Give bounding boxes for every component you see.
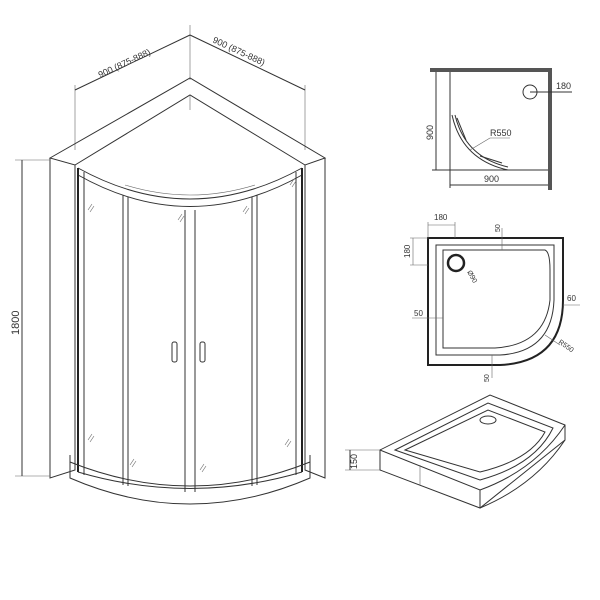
wall-top xyxy=(48,77,327,166)
plan-depth-label: 900 xyxy=(425,125,435,140)
tray-rim-bottom-label: 50 xyxy=(484,374,491,382)
tray-drain-y-label: 180 xyxy=(403,244,412,258)
door-handle-left xyxy=(171,341,178,363)
tray-plan-view: 180 180 50 50 Ø90 60 R550 50 xyxy=(403,213,580,382)
tray-radius-label: R550 xyxy=(557,339,575,354)
width-left-label: 900 (875-888) xyxy=(97,47,152,80)
tray-drain-x-label: 180 xyxy=(434,213,448,222)
width-right-label: 900 (875-888) xyxy=(211,35,266,68)
tray-rim-curve-label: 60 xyxy=(567,294,576,303)
dimension-line-right xyxy=(189,34,306,91)
tray-drain-icon xyxy=(446,253,466,273)
plan-radius-label: R550 xyxy=(490,128,512,138)
tray-iso-view: 150 xyxy=(345,394,566,509)
tray-rim-top-label: 50 xyxy=(495,224,502,232)
tray-rim-left-label: 50 xyxy=(414,309,423,318)
plan-width-label: 900 xyxy=(484,174,499,184)
dimension-line-left xyxy=(74,34,191,91)
enclosure-view: 900 (875-888) 900 (875-888) xyxy=(10,25,327,505)
tray-drain-diameter-label: Ø90 xyxy=(465,270,478,285)
door-handle-right xyxy=(199,341,206,363)
height-label: 1800 xyxy=(10,311,22,335)
tray-iso-drain-icon xyxy=(479,415,497,425)
tray-height-label: 150 xyxy=(349,454,359,469)
plan-drain-label: 180 xyxy=(556,81,571,91)
plan-view: 900 900 R550 180 xyxy=(425,68,572,190)
